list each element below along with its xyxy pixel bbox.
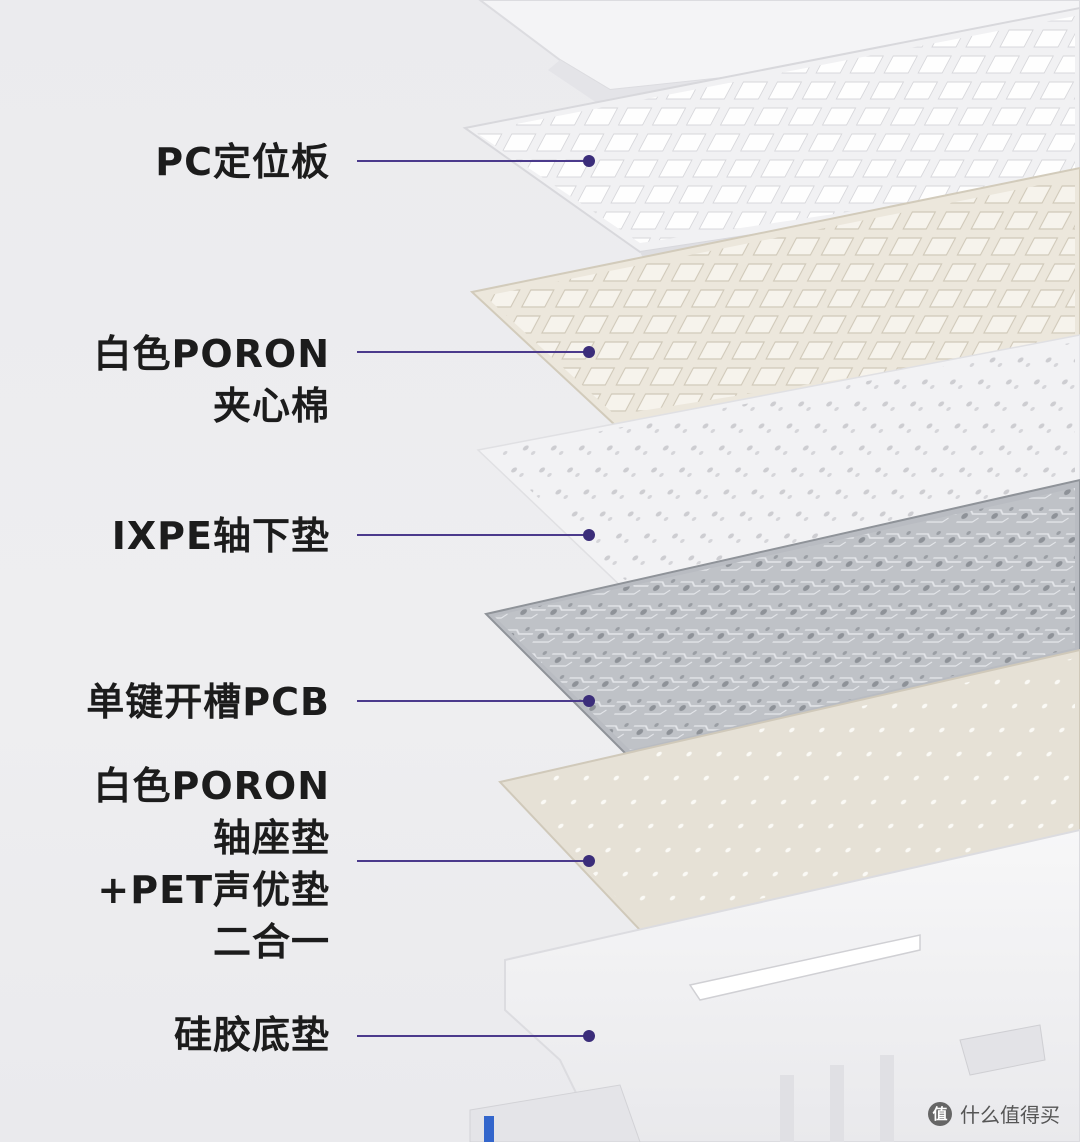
leader-dot-poron-foam bbox=[583, 346, 595, 358]
label-pcb: 单键开槽PCB bbox=[86, 676, 330, 728]
label-line: 硅胶底垫 bbox=[173, 1013, 330, 1057]
label-line: IXPE轴下垫 bbox=[111, 514, 330, 558]
label-ixpe-pad: IXPE轴下垫 bbox=[112, 510, 330, 562]
label-poron-foam: 白色PORON 夹心棉 bbox=[93, 328, 330, 432]
silicone-bottom-layer bbox=[469, 828, 1080, 1142]
leader-dot-poron-pet bbox=[583, 855, 595, 867]
leader-dot-ixpe-pad bbox=[583, 529, 595, 541]
leader-line-silicone-pad bbox=[357, 1035, 585, 1037]
leader-dot-silicone-pad bbox=[583, 1030, 595, 1042]
label-line: 轴座垫 bbox=[212, 816, 330, 860]
label-line: 白色PORON bbox=[93, 764, 330, 808]
ixpe-pad-layer bbox=[476, 334, 1080, 591]
watermark-logo-icon: 值 bbox=[928, 1101, 952, 1126]
leader-line-pc-plate bbox=[357, 160, 585, 162]
label-line: PC定位板 bbox=[155, 140, 330, 184]
label-line: 单键开槽PCB bbox=[86, 680, 330, 724]
leader-line-pcb bbox=[357, 700, 585, 702]
label-pc-plate: PC定位板 bbox=[155, 136, 330, 188]
leader-line-poron-foam bbox=[357, 351, 585, 353]
label-silicone-pad: 硅胶底垫 bbox=[174, 1009, 330, 1061]
label-line: 白色PORON bbox=[93, 332, 330, 376]
leader-line-ixpe-pad bbox=[357, 534, 585, 536]
watermark-text: 什么值得买 bbox=[960, 1103, 1060, 1127]
watermark: 值 什么值得买 bbox=[928, 1099, 1060, 1128]
poron-pet-layer bbox=[498, 648, 1080, 932]
label-line: 二合一 bbox=[212, 920, 330, 964]
label-line: +PET声优垫 bbox=[97, 868, 330, 912]
leader-dot-pcb bbox=[583, 695, 595, 707]
label-line: 夹心棉 bbox=[212, 384, 330, 428]
leader-dot-pc-plate bbox=[583, 155, 595, 167]
label-poron-pet: 白色PORON 轴座垫 +PET声优垫 二合一 bbox=[93, 760, 330, 968]
leader-line-poron-pet bbox=[357, 860, 585, 862]
